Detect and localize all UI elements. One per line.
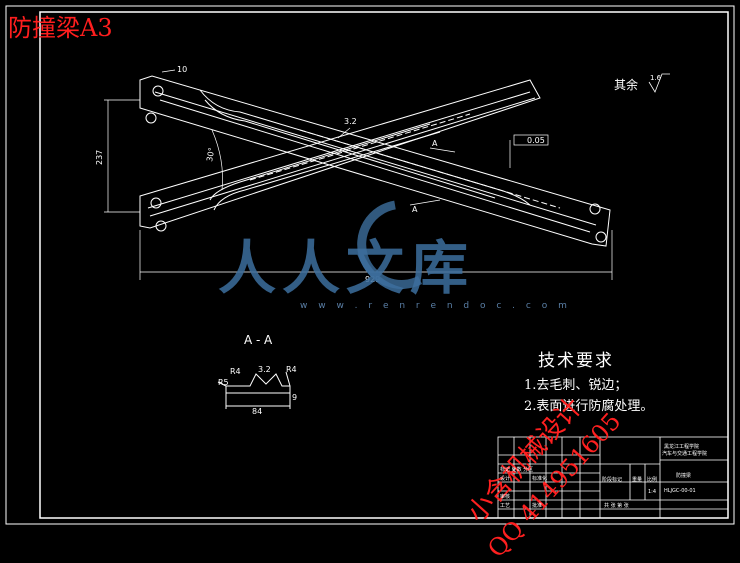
roughness-symbol	[648, 73, 670, 93]
inner-frame	[39, 11, 729, 519]
dim-angle: 30°	[205, 147, 216, 163]
beam-descending	[139, 75, 611, 247]
title-block-dept: 汽车与交通工程学院	[662, 451, 708, 457]
dim-hole: 10	[177, 65, 187, 74]
title-block	[497, 436, 729, 519]
title-block-school: 黑龙江工程学院	[664, 444, 700, 450]
dim-overall-length: 929	[365, 275, 380, 284]
title-block-standard: 标准化	[532, 476, 548, 482]
tech-requirements-title: 技术要求	[538, 351, 614, 371]
title-block-weight: 重量	[632, 477, 643, 483]
section-r-right: R4	[286, 365, 297, 374]
title-block-sheet: 共 张 第 张	[604, 503, 629, 509]
section-r5: R5	[218, 378, 229, 387]
mounting-holes	[145, 85, 607, 243]
rest-roughness-value: 1.6	[650, 74, 662, 82]
title-block-part: 防撞梁	[676, 473, 692, 479]
title-block-drawing-no: HLJGC-00-01	[664, 488, 696, 494]
title-block-stage: 阶段标记	[602, 477, 623, 483]
watermark-brand: 人人文库	[218, 234, 475, 302]
title-block-approve: 批准	[532, 503, 543, 509]
beam-ascending	[139, 79, 541, 229]
title-block-process: 工艺	[500, 503, 511, 509]
outer-frame	[5, 5, 735, 525]
title-block-scale-label: 比例	[647, 477, 658, 483]
title-block-scale: 1:4	[648, 489, 657, 495]
watermark-url: w w w . r e n r e n d o c . c o m	[300, 301, 571, 311]
title-block-marks: 标记 处数 分区	[500, 467, 534, 473]
rest-roughness-label: 其余	[614, 78, 639, 92]
dim-height: 237	[95, 150, 104, 165]
section-width: 84	[252, 407, 262, 416]
section-depth: 9	[292, 393, 297, 402]
title-block-check: 审核	[500, 494, 511, 500]
section-mark-bottom: A	[412, 205, 418, 214]
title-block-design: 设计	[500, 476, 511, 482]
dim-flatness: 0.05	[527, 136, 545, 145]
section-mark-top: A	[432, 139, 438, 148]
dim-roughness: 3.2	[344, 117, 357, 126]
watermark-logo	[357, 200, 423, 289]
section-view	[217, 371, 291, 409]
section-r-left: R4	[230, 367, 241, 376]
section-groove: 3.2	[258, 365, 271, 374]
tech-requirement-2: 2.表面进行防腐处理。	[524, 399, 654, 414]
section-label: A-A	[244, 333, 277, 347]
tech-requirement-1: 1.去毛刺、锐边；	[524, 378, 628, 393]
drawing-corner-title: 防撞梁A3	[8, 14, 113, 42]
cad-drawing-canvas: 237 929 30° 10 3.2 0.05 A A R4 R4 R5 3.2…	[5, 5, 735, 525]
